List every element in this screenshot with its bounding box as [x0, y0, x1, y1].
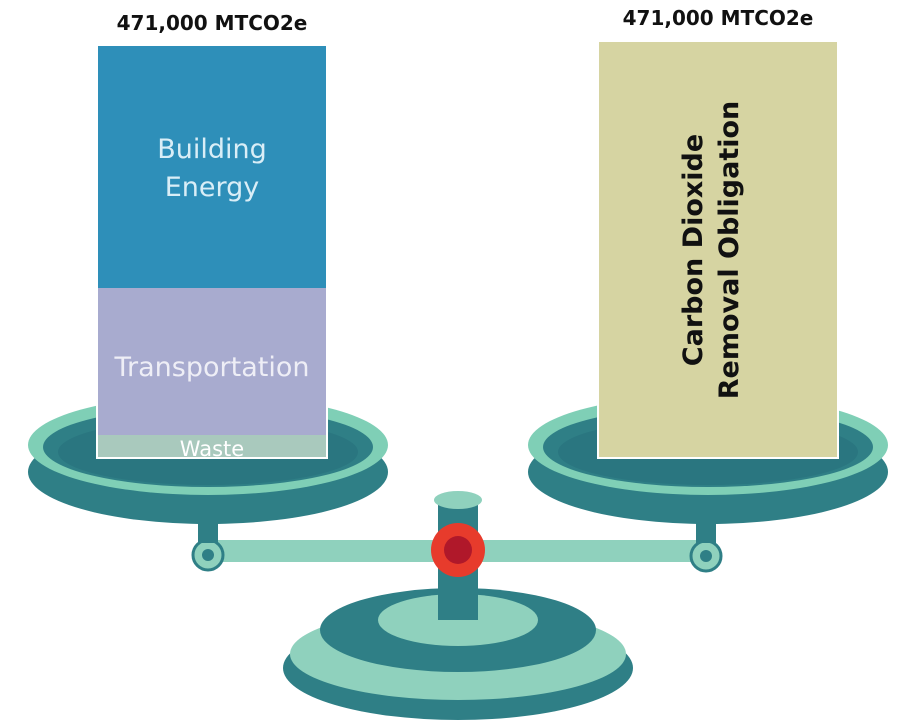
- transportation-label: Transportation: [114, 352, 310, 383]
- beam-right-knob-center: [700, 550, 712, 562]
- building-energy-label-line-1: Building: [157, 134, 267, 165]
- transportation-block: [97, 288, 327, 435]
- right-total-label: 471,000 MTCO2e: [623, 6, 814, 30]
- left-total-label: 471,000 MTCO2e: [117, 11, 308, 35]
- pivot-inner: [444, 536, 472, 564]
- waste-label: Waste: [180, 437, 244, 461]
- left-emissions-stack: Building Energy Transportation Waste: [96, 44, 328, 461]
- beam-left-knob-center: [202, 549, 214, 561]
- stem-top: [434, 491, 482, 509]
- scale-pivot: [431, 523, 485, 577]
- carbon-dioxide-removal-block: [598, 41, 838, 458]
- carbon-dioxide-removal-label-line-1: Carbon Dioxide: [678, 134, 709, 366]
- carbon-dioxide-removal-label-line-2: Removal Obligation: [714, 101, 745, 400]
- building-energy-block: [97, 45, 327, 288]
- building-energy-label-line-2: Energy: [165, 172, 260, 203]
- right-removal-stack: Carbon Dioxide Removal Obligation: [597, 40, 839, 459]
- right-stack-outline: [597, 40, 839, 459]
- left-stack-outline: [96, 44, 328, 459]
- waste-block: [97, 435, 327, 458]
